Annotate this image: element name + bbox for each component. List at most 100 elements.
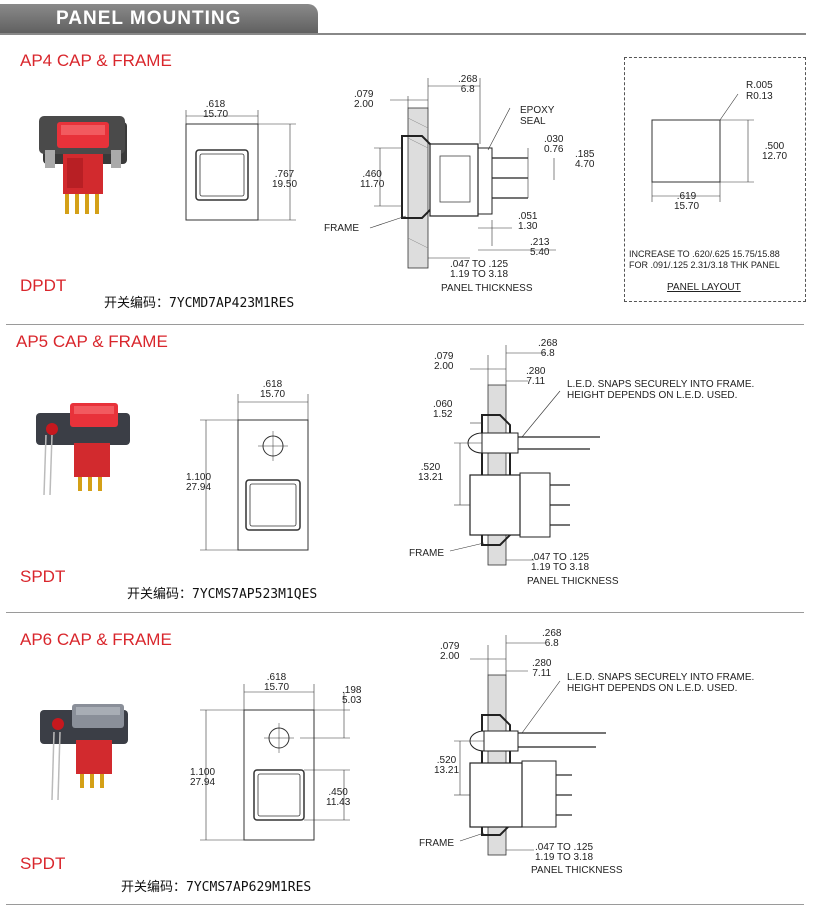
ap5-product-photo — [36, 403, 130, 496]
note-line: L.E.D. SNAPS SECURELY INTO FRAME. — [567, 672, 755, 683]
dim-value-mm: 1.30 — [518, 221, 538, 232]
ap5-front-view — [200, 394, 309, 551]
dim-value: .268 — [458, 74, 478, 85]
dim-value-mm: 15.70 — [674, 201, 700, 212]
dim-value-mm: R0.13 — [746, 91, 773, 102]
header-rule — [0, 33, 806, 35]
dim-value-mm: 2.00 — [434, 361, 454, 372]
dim-value: .618 — [266, 672, 287, 683]
ap4-product-photo — [39, 116, 127, 214]
dim-value-mm: 27.94 — [190, 777, 216, 788]
ap6-frame-label: FRAME — [419, 838, 454, 849]
dim-value-mm: 5.03 — [342, 695, 362, 706]
ap4-code: 开关编码：7YCMD7AP423M1RES — [104, 292, 294, 311]
dim-value: .047 TO .125 — [535, 842, 594, 853]
dim-value: .268 — [538, 338, 558, 349]
dim-value: .079 — [440, 641, 460, 652]
ap5-frame-label: FRAME — [409, 548, 444, 559]
dim-value: .520 — [436, 755, 457, 766]
dim-value-mm: 6.8 — [544, 638, 559, 649]
page-title: PANEL MOUNTING — [56, 8, 242, 29]
ap5-code: 开关编码：7YCMS7AP523M1QES — [127, 583, 317, 602]
dim-value-mm: 15.70 — [203, 109, 229, 120]
ap5-code-value: 7YCMS7AP523M1QES — [192, 587, 318, 602]
ap6-code-label: 开关编码： — [121, 880, 187, 895]
ap6-code: 开关编码：7YCMS7AP629M1RES — [121, 876, 311, 895]
ap5-pole: SPDT — [20, 567, 66, 586]
ap4-code-value: 7YCMD7AP423M1RES — [169, 296, 295, 311]
dim-value: .198 — [342, 685, 362, 696]
dim-value-mm: 5.40 — [530, 247, 550, 258]
ap5-panel-thickness-label: PANEL THICKNESS — [527, 576, 619, 587]
dim-value-mm: 15.70 — [260, 389, 286, 400]
section-divider — [6, 324, 804, 325]
dim-value-mm: 2.00 — [354, 99, 374, 110]
dim-value-mm: 0.76 — [544, 144, 564, 155]
ap4-side-view — [369, 78, 556, 269]
dim-value: 1.100 — [190, 767, 216, 778]
note-line: HEIGHT DEPENDS ON L.E.D. USED. — [567, 390, 738, 401]
ap5-side-view — [449, 345, 600, 566]
dim-value: .079 — [434, 351, 454, 362]
dim-value-mm: 1.19 TO 3.18 — [531, 562, 590, 573]
dim-value: .185 — [575, 149, 595, 160]
dim-value-mm: 15.70 — [264, 682, 290, 693]
dim-value: .450 — [328, 787, 348, 798]
dim-value-mm: 12.70 — [762, 151, 788, 162]
note-line: HEIGHT DEPENDS ON L.E.D. USED. — [567, 683, 738, 694]
note-line: INCREASE TO .620/.625 15.75/15.88 — [629, 249, 780, 259]
label-text: SEAL — [520, 116, 546, 127]
ap6-front-view — [200, 684, 350, 841]
ap6-side-view — [454, 635, 606, 856]
ap4-frame-label: FRAME — [324, 223, 359, 234]
layout-title: PANEL LAYOUT — [667, 282, 741, 293]
header-bar: PANEL MOUNTING — [0, 0, 814, 36]
dim-value: .767 — [274, 169, 295, 180]
dim-value-mm: 1.19 TO 3.18 — [450, 269, 509, 280]
section-title-ap4: AP4 CAP & FRAME — [20, 51, 172, 70]
dim-value: .079 — [354, 89, 374, 100]
dim-value: .280 — [526, 366, 546, 377]
note-line: FOR .091/.125 2.31/3.18 THK PANEL — [629, 260, 780, 270]
dim-value-mm: 7.11 — [532, 668, 552, 679]
dim-value: .060 — [433, 399, 453, 410]
header-tab — [0, 4, 318, 34]
ap4-front-view — [185, 110, 296, 221]
dim-value-mm: 6.8 — [460, 84, 475, 95]
dim-value-mm: 6.8 — [540, 348, 555, 359]
panel-layout-box — [624, 57, 806, 302]
section-divider — [6, 612, 804, 613]
dim-value: .047 TO .125 — [531, 552, 590, 563]
ap5-code-label: 开关编码： — [127, 587, 193, 602]
dim-value-mm: 19.50 — [272, 179, 298, 190]
panel-layout-drawing — [651, 93, 754, 202]
dim-value: .047 TO .125 — [450, 259, 509, 270]
dim-value-mm: 13.21 — [418, 472, 444, 483]
dim-value: .618 — [262, 379, 283, 390]
dim-value: R.005 — [746, 80, 773, 91]
section-divider — [6, 904, 804, 905]
dim-value: .213 — [530, 237, 550, 248]
